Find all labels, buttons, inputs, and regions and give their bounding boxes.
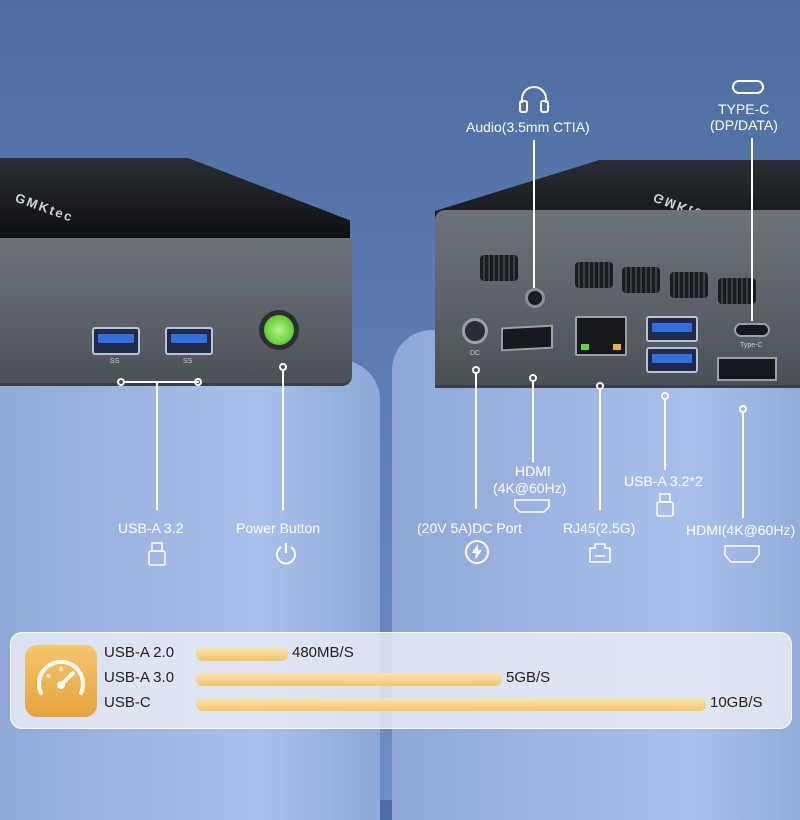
vent-5 bbox=[718, 278, 756, 304]
dc-dot bbox=[472, 366, 480, 374]
audio-callout-line bbox=[533, 140, 535, 288]
dc-callout-line bbox=[475, 374, 477, 509]
usb-callout-line bbox=[156, 382, 158, 510]
usb-a-3-2-label: USB-A 3.2 bbox=[118, 520, 184, 536]
speed-row-label: USB-C bbox=[104, 694, 151, 711]
left-device-top bbox=[0, 158, 350, 238]
usb-plug-icon bbox=[148, 542, 166, 571]
usb-dot-1 bbox=[117, 378, 125, 386]
speed-value: 5GB/S bbox=[506, 669, 551, 686]
rj45-led-amber bbox=[613, 344, 621, 350]
usb2-callout-line bbox=[664, 400, 666, 470]
speed-value: 480MB/S bbox=[292, 644, 354, 661]
audio-label: Audio(3.5mm CTIA) bbox=[466, 119, 590, 135]
type-c-mark: Type-C bbox=[740, 342, 763, 349]
right-pedestal bbox=[392, 330, 800, 820]
vent-4 bbox=[670, 272, 708, 298]
power-button-label: Power Button bbox=[236, 520, 321, 536]
hdmi-icon-2 bbox=[724, 545, 760, 568]
speed-row-label: USB-A 2.0 bbox=[104, 644, 175, 661]
usb-a-port-4 bbox=[646, 347, 698, 373]
hdmi2-callout-line bbox=[742, 413, 744, 518]
speed-bar bbox=[196, 673, 502, 686]
speed-bar bbox=[196, 698, 706, 711]
rj45-label: RJ45(2.5G) bbox=[563, 520, 636, 536]
hdmi2-label: HDMI(4K@60Hz) bbox=[686, 522, 796, 538]
left-pedestal bbox=[0, 360, 380, 820]
dc-jack bbox=[462, 318, 488, 344]
usb2-dot bbox=[661, 392, 669, 400]
type-c-icon bbox=[732, 80, 764, 99]
usb-a-3-2x2-label: USB-A 3.2*2 bbox=[624, 473, 703, 489]
power-button[interactable] bbox=[259, 310, 299, 350]
audio-jack bbox=[525, 288, 545, 308]
usb-a-port-1 bbox=[92, 327, 140, 355]
headphones-icon bbox=[518, 83, 550, 120]
vent-3 bbox=[622, 267, 660, 293]
hdmi1-dot bbox=[529, 374, 537, 382]
ethernet-icon bbox=[588, 542, 612, 569]
usb-a-port-3 bbox=[646, 316, 698, 342]
usb-dot-2 bbox=[194, 378, 202, 386]
dc-port-label: (20V 5A)DC Port bbox=[417, 520, 523, 536]
hdmi1-label-line1: HDMI bbox=[515, 463, 551, 479]
power-icon bbox=[272, 540, 300, 573]
rj45-port bbox=[575, 316, 627, 356]
usb-bracket-line bbox=[123, 381, 199, 383]
power-led bbox=[264, 315, 294, 345]
hdmi-icon-1 bbox=[514, 499, 550, 518]
speed-value: 10GB/S bbox=[710, 694, 763, 711]
hdmi1-callout-line bbox=[532, 382, 534, 462]
hdmi-port-2 bbox=[717, 357, 777, 381]
hdmi1-label-line2: (4K@60Hz) bbox=[493, 480, 567, 496]
speedometer-icon bbox=[25, 645, 97, 717]
vent-1 bbox=[480, 255, 518, 281]
power-callout-line bbox=[282, 370, 284, 510]
bolt-icon bbox=[464, 539, 490, 570]
rj45-led-green bbox=[581, 344, 589, 350]
dc-mark: DC bbox=[470, 350, 481, 357]
hdmi2-dot bbox=[739, 405, 747, 413]
type-c-label-line1: TYPE-C bbox=[718, 101, 770, 117]
ss-mark-1: SS bbox=[110, 358, 120, 365]
usb-plug-icon-2 bbox=[656, 493, 674, 522]
hdmi-port-1 bbox=[501, 324, 553, 352]
ss-mark-2: SS bbox=[183, 358, 193, 365]
type-c-label-line2: (DP/DATA) bbox=[710, 117, 778, 133]
type-c-callout-line bbox=[751, 138, 753, 321]
rj45-callout-line bbox=[599, 390, 601, 510]
speed-bar bbox=[196, 648, 288, 661]
speed-row-label: USB-A 3.0 bbox=[104, 669, 175, 686]
usb-a-port-2 bbox=[165, 327, 213, 355]
type-c-port bbox=[734, 323, 770, 337]
vent-2 bbox=[575, 262, 613, 288]
rj45-dot bbox=[596, 382, 604, 390]
left-device-front bbox=[0, 238, 352, 386]
